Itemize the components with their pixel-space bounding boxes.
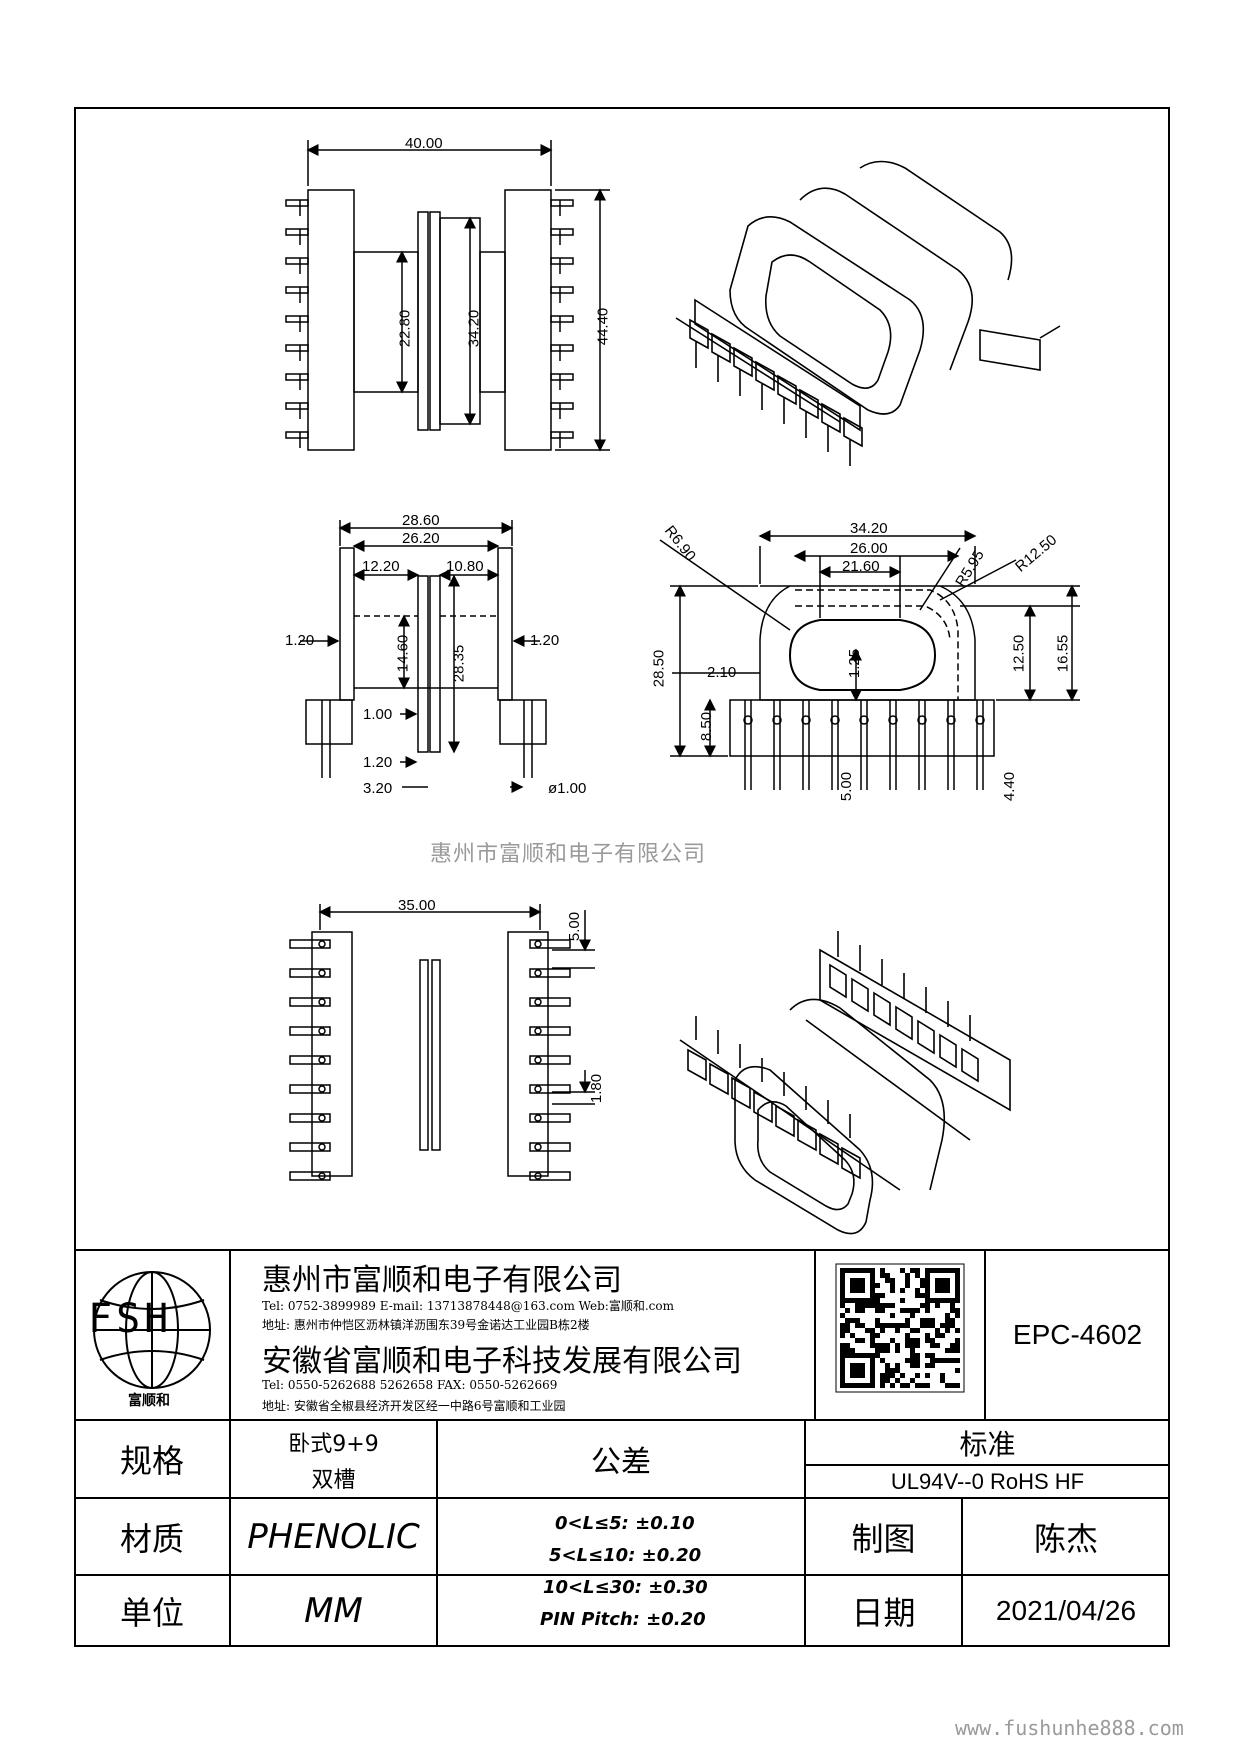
company-name-2: 安徽省富顺和电子科技发展有限公司 xyxy=(262,1344,742,1379)
drawn-value: 陈杰 xyxy=(1033,1519,1098,1558)
dim-side-wall-l: 1.20 xyxy=(285,632,315,649)
dim-side-base: 1.00 xyxy=(363,706,393,723)
dim-front-w2: 26.00 xyxy=(850,540,888,557)
dim-front-w3: 21.60 xyxy=(842,558,880,575)
part-number: EPC-4602 xyxy=(1012,1319,1143,1350)
unit-value: MM xyxy=(304,1591,363,1631)
logo-caption: 富顺和 xyxy=(128,1393,170,1409)
dim-front-pin: 4.40 xyxy=(1001,771,1019,802)
qr-code xyxy=(835,1263,965,1393)
dim-bottom-pitch: 1.80 xyxy=(588,1073,606,1104)
dim-side-core: 14.60 xyxy=(394,634,412,673)
logo-text: FSH xyxy=(88,1296,173,1342)
dim-top-height: 44.40 xyxy=(594,307,612,346)
standard-value: UL94V--0 RoHS HF xyxy=(890,1468,1085,1494)
dim-side-pin-dia: ø1.00 xyxy=(548,780,587,797)
dim-top-flange: 34.20 xyxy=(465,309,483,348)
dim-side-left: 12.20 xyxy=(362,558,400,575)
title-block-lines xyxy=(74,1249,1170,1647)
dim-side-gap: 1.20 xyxy=(363,754,393,771)
dim-front-side: 2.10 xyxy=(707,664,737,681)
dim-bottom-top: 5.00 xyxy=(566,911,584,942)
company-name-1: 惠州市富顺和电子有限公司 xyxy=(262,1263,622,1298)
drawn-label: 制图 xyxy=(851,1519,916,1558)
side-view xyxy=(300,520,547,793)
isometric-view-bottom xyxy=(679,931,1011,1235)
dim-side-w1: 28.60 xyxy=(402,512,440,529)
dim-front-center: 1.25 xyxy=(846,648,864,679)
watermark: 惠州市富顺和电子有限公司 xyxy=(430,842,707,867)
spec-value-2: 双槽 xyxy=(311,1468,356,1493)
front-view xyxy=(659,530,1080,790)
tolerance-3: 10<L≤30: ±0.30 xyxy=(543,1577,708,1598)
tolerance-2: 5<L≤10: ±0.20 xyxy=(549,1545,702,1566)
dim-front-w1: 34.20 xyxy=(850,520,888,537)
dim-side-w2: 26.20 xyxy=(402,530,440,547)
isometric-view-top xyxy=(675,160,1061,466)
company-address-1: 地址: 惠州市仲恺区沥林镇洋沥围东39号金诺达工业园B栋2楼 xyxy=(262,1318,590,1332)
dim-top-width: 40.00 xyxy=(405,135,443,152)
material-label: 材质 xyxy=(119,1519,184,1558)
dim-front-pitch: 5.00 xyxy=(838,771,856,802)
standard-label: 标准 xyxy=(959,1427,1016,1461)
dim-side-pin-offset: 3.20 xyxy=(363,780,393,797)
dim-side-right: 10.80 xyxy=(446,558,484,575)
dim-front-h2: 12.50 xyxy=(1010,634,1028,673)
unit-label: 单位 xyxy=(119,1594,184,1632)
date-value: 2021/04/26 xyxy=(995,1595,1137,1626)
date-label: 日期 xyxy=(851,1594,916,1632)
company-contact-1: Tel: 0752-3899989 E-mail: 13713878448@16… xyxy=(262,1299,674,1313)
logo-globe-icon xyxy=(93,1271,211,1389)
dim-side-wall-r: 1.20 xyxy=(530,632,560,649)
top-view xyxy=(285,140,610,452)
company-contact-2: Tel: 0550-5262688 5262658 FAX: 0550-5262… xyxy=(262,1378,558,1392)
drawing-frame xyxy=(74,107,1170,1647)
dim-bottom-width: 35.00 xyxy=(398,897,436,914)
dim-front-height: 28.50 xyxy=(650,649,668,688)
website-watermark: www.fushunhe888.com xyxy=(955,1716,1184,1740)
tolerance-4: PIN Pitch: ±0.20 xyxy=(540,1609,706,1630)
bottom-view xyxy=(289,904,595,1181)
spec-label: 规格 xyxy=(119,1442,184,1480)
spec-value-1: 卧式9+9 xyxy=(288,1432,379,1457)
tolerance-1: 0<L≤5: ±0.10 xyxy=(555,1513,695,1534)
dim-front-base: 8.50 xyxy=(698,711,716,742)
dim-side-total: 28.35 xyxy=(450,644,468,683)
dim-top-inner: 22.80 xyxy=(396,309,414,348)
company-address-2: 地址: 安徽省全椒县经济开发区经一中路6号富顺和工业园 xyxy=(262,1399,566,1413)
material-value: PHENOLIC xyxy=(247,1516,420,1557)
dim-front-h3: 16.55 xyxy=(1054,634,1072,673)
tolerance-label: 公差 xyxy=(591,1445,651,1480)
